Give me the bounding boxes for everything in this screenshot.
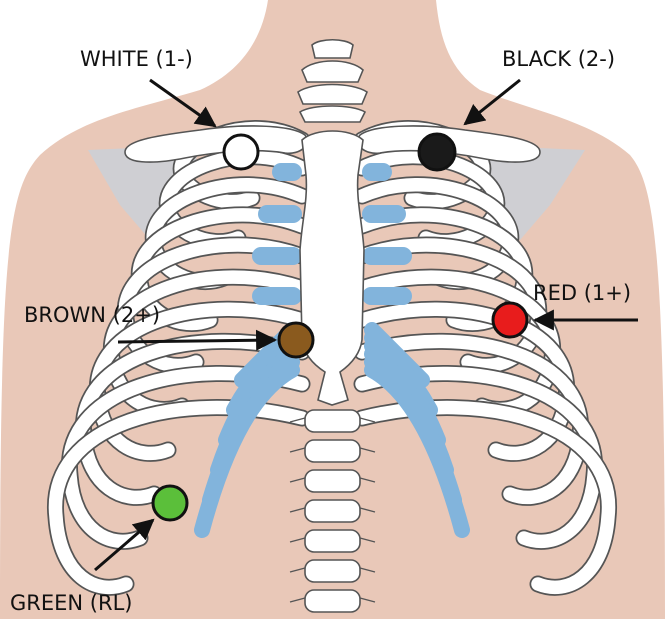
label-white: WHITE (1-) [80, 47, 193, 71]
label-red: RED (1+) [533, 281, 631, 305]
label-green: GREEN (RL) [10, 591, 132, 615]
cartilage-bar [252, 287, 302, 305]
electrode-white [224, 135, 258, 169]
electrode-black [419, 134, 455, 170]
cartilage-bar [258, 205, 302, 223]
vertebra [305, 440, 360, 462]
cartilage-bar [362, 205, 406, 223]
cartilage-bar [362, 247, 412, 265]
electrode-brown [279, 323, 313, 357]
vertebra [305, 470, 360, 492]
label-black: BLACK (2-) [502, 47, 615, 71]
vertebra [305, 530, 360, 552]
vertebra [305, 410, 360, 432]
cartilage-bar [362, 163, 392, 181]
label-brown: BROWN (2+) [24, 303, 160, 327]
cartilage-bar [362, 287, 412, 305]
cartilage-bar [252, 247, 302, 265]
electrode-green [153, 486, 187, 520]
arrow-brown [118, 340, 275, 342]
vertebra [305, 560, 360, 582]
electrode-red [493, 303, 527, 337]
cartilage-bar [272, 163, 302, 181]
vertebra [305, 590, 360, 612]
vertebra [305, 500, 360, 522]
